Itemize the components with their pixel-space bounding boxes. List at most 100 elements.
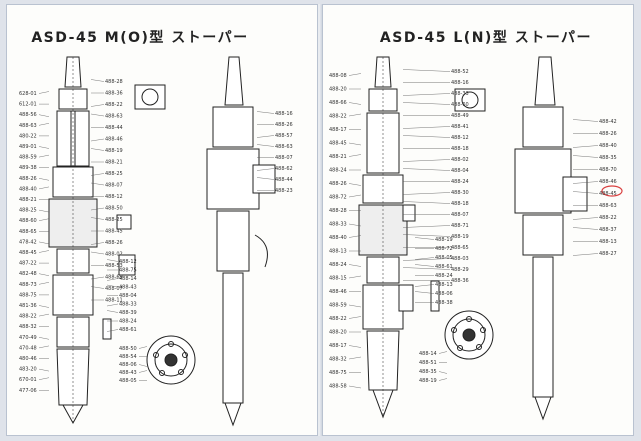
part-number-label: 488-57 xyxy=(275,133,293,139)
part-number-label: 488-53 xyxy=(105,263,123,269)
part-number-label: 488-56 xyxy=(19,112,37,118)
part-number-label: 488-45 xyxy=(329,141,347,147)
leader-line xyxy=(402,69,451,72)
part-number-label: 488-43 xyxy=(119,285,137,291)
part-number-label: 488-17 xyxy=(329,127,347,133)
left-page: ASD-45 M(O)型 ストーパー xyxy=(6,4,318,436)
part-number-label: 488-46 xyxy=(599,179,617,185)
leader-line xyxy=(572,119,599,122)
valve-assembly-right xyxy=(398,88,486,312)
part-number-label: 488-65 xyxy=(451,245,469,251)
part-number-label: 488-72 xyxy=(329,195,347,201)
leader-line xyxy=(348,235,362,238)
leader-line xyxy=(90,242,105,245)
leader-line xyxy=(106,278,119,281)
leader-line xyxy=(38,305,50,308)
part-number-label: 488-21 xyxy=(105,160,123,166)
part-number-label: 488-19 xyxy=(451,234,469,240)
leader-line xyxy=(38,250,50,253)
valve-assembly-left xyxy=(102,84,166,340)
part-number-label: 489-38 xyxy=(19,165,37,171)
leader-line xyxy=(38,91,50,94)
leader-line xyxy=(90,217,105,220)
page-title-left: ASD-45 M(O)型 ストーパー xyxy=(31,30,249,46)
part-number-label: 488-02 xyxy=(451,157,469,163)
part-number-label: 488-26 xyxy=(19,176,37,182)
rotor-disk-left xyxy=(146,335,196,385)
leader-line xyxy=(138,370,148,373)
leader-line xyxy=(402,192,451,195)
part-number-label: 488-06 xyxy=(119,362,137,368)
part-number-label: 488-71 xyxy=(451,223,469,229)
part-number-label: 488-19 xyxy=(105,148,123,154)
leader-line xyxy=(256,111,275,114)
part-number-label: 488-16 xyxy=(275,111,293,117)
part-number-label: 488-46 xyxy=(329,289,347,295)
part-number-label: 488-63 xyxy=(599,203,617,209)
part-number-label: 488-50 xyxy=(105,206,123,212)
part-number-label: 488-07 xyxy=(105,286,123,292)
page-title-right: ASD-45 L(N)型 ストーパー xyxy=(379,30,593,46)
part-number-label: 488-60 xyxy=(451,102,469,108)
book-gutter xyxy=(316,4,322,436)
part-number-label: 488-25 xyxy=(105,217,123,223)
leader-line xyxy=(106,303,119,307)
part-number-label: 488-28 xyxy=(329,208,347,214)
leader-line xyxy=(572,253,599,256)
part-number-label: 488-19 xyxy=(419,378,437,384)
part-number-label: 488-14 xyxy=(419,351,437,357)
leader-line xyxy=(38,337,50,340)
part-number-label: 482-48 xyxy=(19,271,37,277)
part-number-label: 488-35 xyxy=(599,155,617,161)
part-number-label: 488-13 xyxy=(329,249,347,255)
leader-line xyxy=(438,371,448,374)
part-number-label: 488-21 xyxy=(329,154,347,160)
leader-line xyxy=(90,182,105,186)
part-number-label: 488-23 xyxy=(275,188,293,194)
leader-line xyxy=(38,377,50,380)
leader-line xyxy=(38,146,50,149)
leader-line xyxy=(90,207,105,211)
part-number-label: 488-13 xyxy=(435,282,453,288)
part-number-label: 487-22 xyxy=(19,261,37,267)
leader-line xyxy=(438,351,448,354)
part-number-label: 488-12 xyxy=(119,259,137,265)
leader-line xyxy=(402,159,451,162)
leader-line xyxy=(38,178,50,181)
part-number-label: 488-69 xyxy=(105,275,123,281)
part-number-label: 488-24 xyxy=(329,262,347,268)
part-number-label: 488-22 xyxy=(329,316,347,322)
rotor-disk-right xyxy=(444,310,494,360)
part-number-label: 488-03 xyxy=(451,256,469,262)
part-number-label: 670-01 xyxy=(19,377,37,383)
part-number-label: 488-06 xyxy=(435,291,453,297)
part-number-label: 488-26 xyxy=(275,122,293,128)
part-number-label: 488-75 xyxy=(329,370,347,376)
leader-line xyxy=(402,234,451,237)
leader-line xyxy=(90,251,105,255)
leader-line xyxy=(572,217,599,220)
part-number-label: 488-45 xyxy=(599,191,617,197)
leader-line xyxy=(402,102,451,105)
leader-line xyxy=(348,142,362,146)
part-number-label: 488-15 xyxy=(329,276,347,282)
part-number-label: 488-54 xyxy=(119,354,137,360)
part-number-label: 488-04 xyxy=(119,293,137,299)
leader-line xyxy=(414,237,435,240)
part-number-label: 488-11 xyxy=(105,298,123,304)
part-number-label: 488-27 xyxy=(599,251,617,257)
part-number-label: 477-06 xyxy=(19,388,37,394)
part-number-label: 488-25 xyxy=(105,171,123,177)
part-number-label: 488-35 xyxy=(419,369,437,375)
drill-body-left xyxy=(48,56,98,425)
part-number-label: 488-43 xyxy=(119,370,137,376)
part-number-label: 488-45 xyxy=(105,229,123,235)
part-number-label: 488-61 xyxy=(435,264,453,270)
leader-line xyxy=(348,113,362,117)
part-number-label: 488-12 xyxy=(451,135,469,141)
exploded-diagram-right: 488-08488-20488-66488-22488-17488-45488-… xyxy=(329,56,623,421)
assembled-drill-right xyxy=(514,56,588,421)
leader-line xyxy=(348,183,362,186)
part-number-label: 488-21 xyxy=(19,197,37,203)
leader-line xyxy=(106,284,119,288)
